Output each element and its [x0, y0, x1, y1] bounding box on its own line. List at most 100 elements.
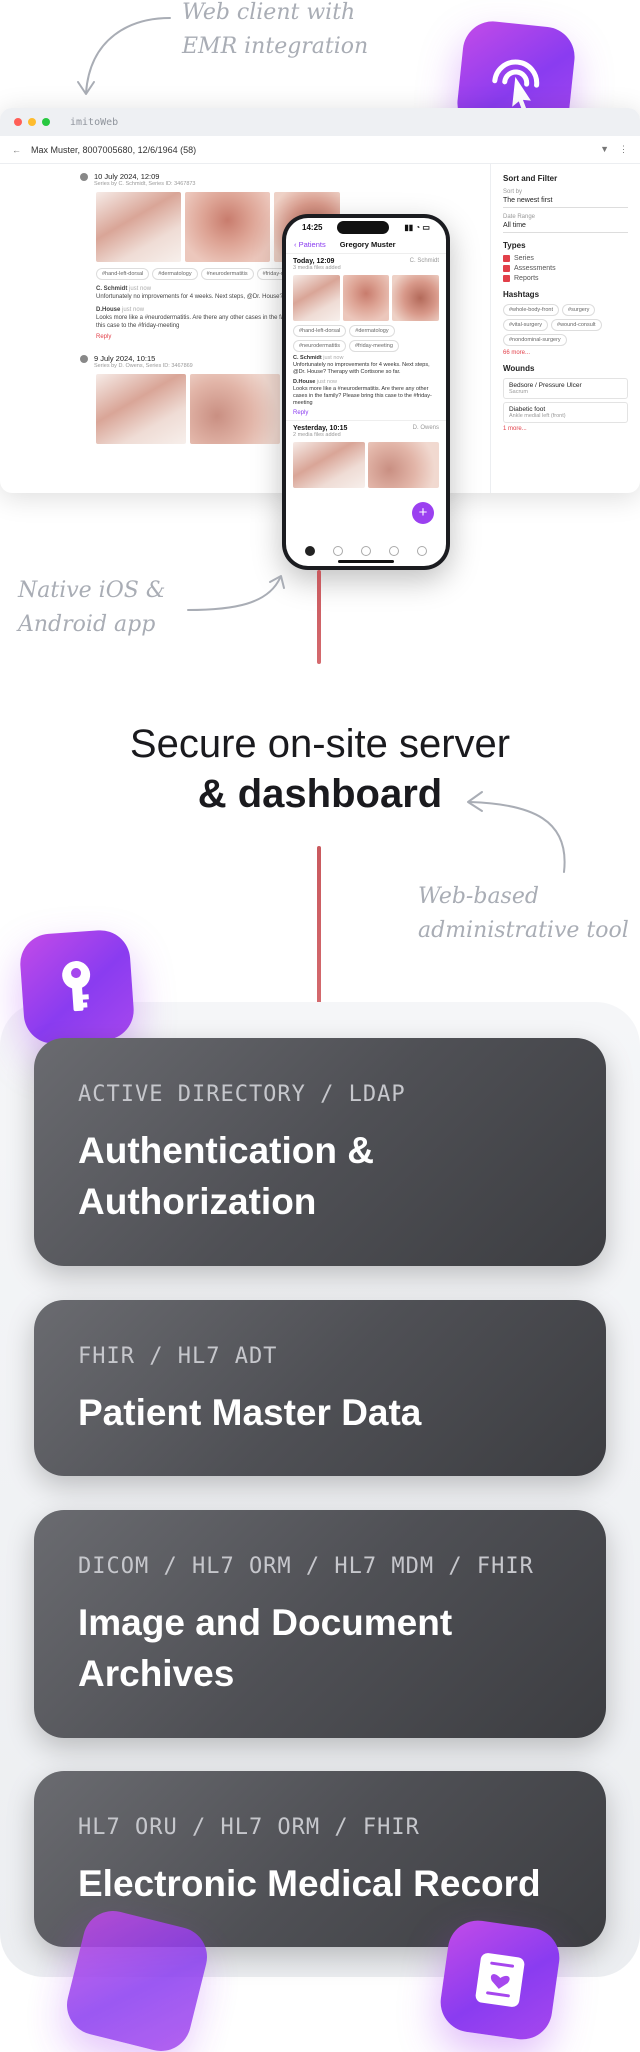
media-thumbnails: [96, 374, 340, 444]
arrow-curve-icon: [77, 17, 171, 95]
series-icon: [80, 355, 88, 363]
hashtag-filter[interactable]: #vital-surgery: [503, 319, 549, 331]
maximize-window-dot[interactable]: [42, 118, 50, 126]
hashtag[interactable]: #dermatology: [152, 268, 198, 280]
hashtag-filter[interactable]: #nondominal-surgery: [503, 334, 567, 346]
close-window-dot[interactable]: [14, 118, 22, 126]
dynamic-island: [337, 220, 390, 234]
status-time: 14:25: [302, 222, 323, 232]
wounds-more-link[interactable]: 1 more...: [503, 426, 527, 432]
filter-sidebar: Sort and Filter Sort by The newest first…: [490, 164, 640, 493]
event-date: 9 July 2024, 10:15: [80, 354, 340, 363]
tab-alert-icon[interactable]: [333, 546, 343, 556]
hashtag[interactable]: #neurodermatitis: [200, 268, 254, 280]
hashtag-list: #hand-left-dorsal #dermatology #neuroder…: [96, 268, 340, 280]
event-meta: Series by C. Schmidt, Series ID: 3467873: [94, 181, 196, 187]
touch-icon: [454, 18, 578, 142]
integration-protocol: FHIR / HL7 ADT: [78, 1344, 278, 1369]
event-meta: Series by D. Owens, Series ID: 3467869: [94, 363, 193, 369]
headline-line-2: & dashboard: [197, 772, 443, 816]
media-thumbnail[interactable]: [96, 374, 186, 444]
media-thumbnail[interactable]: [342, 275, 390, 321]
integration-title: Authentication & Authorization: [78, 1130, 374, 1222]
window-titlebar: imitoWeb: [0, 108, 640, 136]
hashtag-filter[interactable]: #wound-consult: [551, 319, 602, 331]
signal-battery-icon: ▮▮ ◔ ▭: [404, 222, 430, 232]
hashtag[interactable]: #neurodermatitis: [293, 340, 346, 352]
filter-icon[interactable]: ▼: [600, 144, 609, 154]
app-name: imitoWeb: [70, 116, 119, 128]
media-thumbnail[interactable]: [367, 442, 439, 488]
phone-title: Gregory Muster: [339, 240, 396, 249]
integration-protocol: ACTIVE DIRECTORY / LDAP: [78, 1082, 406, 1107]
hashtag[interactable]: #dermatology: [349, 325, 395, 337]
mobile-app-phone: 14:25 ▮▮ ◔ ▭ ‹ Patients Gregory Muster T…: [282, 214, 450, 570]
range-select[interactable]: All time: [503, 220, 628, 233]
hashtag[interactable]: #friday-meeting: [348, 340, 399, 352]
types-title: Types: [503, 241, 526, 250]
checkbox-icon: [503, 255, 510, 262]
sort-select[interactable]: The newest first: [503, 195, 628, 208]
annotation-web-admin: Web-based administrative tool: [418, 884, 629, 943]
event-feed: 10 July 2024, 12:09 Series by C. Schmidt…: [80, 172, 340, 447]
hashtag-filter[interactable]: #whole-body-front: [503, 304, 560, 316]
hashtag[interactable]: #hand-left-dorsal: [293, 325, 347, 337]
tab-notifications-icon[interactable]: [361, 546, 371, 556]
annotation-native-app: Native iOS & Android app: [18, 578, 166, 637]
arrow-curve-icon: [467, 791, 566, 873]
connector-line: [317, 570, 321, 664]
type-checkbox[interactable]: Reports: [503, 275, 628, 282]
media-thumbnail[interactable]: [293, 442, 365, 488]
patient-info: Max Muster, 8007005680, 12/6/1964 (58): [31, 144, 197, 155]
hashtag-filter-list: #whole-body-front #surgery #vital-surger…: [503, 304, 628, 346]
type-checkbox[interactable]: Assessments: [503, 265, 628, 272]
integration-protocol: DICOM / HL7 ORM / HL7 MDM / FHIR: [78, 1554, 534, 1579]
range-label: Date Range: [503, 214, 536, 220]
key-icon: [18, 928, 136, 1046]
phone-tab-bar: [286, 546, 446, 556]
integration-title: Electronic Medical Record: [78, 1863, 541, 1904]
minimize-window-dot[interactable]: [28, 118, 36, 126]
integration-card-patient: FHIR / HL7 ADT Patient Master Data: [34, 1300, 606, 1476]
home-indicator: [338, 560, 394, 563]
document-icon: [436, 1916, 564, 2044]
back-to-patients[interactable]: ‹ Patients: [294, 240, 326, 249]
media-thumbnail[interactable]: [184, 192, 270, 262]
hashtags-title: Hashtags: [503, 290, 540, 299]
reply-link[interactable]: Reply: [96, 334, 112, 340]
patient-header: ← Max Muster, 8007005680, 12/6/1964 (58)…: [0, 136, 640, 164]
tab-camera-icon[interactable]: [389, 546, 399, 556]
integration-title: Image and Document Archives: [78, 1602, 453, 1694]
more-icon[interactable]: ⋮: [619, 144, 628, 154]
tab-patients-icon[interactable]: [305, 546, 315, 556]
integration-title: Patient Master Data: [78, 1392, 422, 1433]
reply-link[interactable]: Reply: [293, 410, 309, 416]
back-arrow-icon[interactable]: ←: [12, 144, 21, 155]
media-thumbnail[interactable]: [96, 192, 181, 262]
integration-card-auth: ACTIVE DIRECTORY / LDAP Authentication &…: [34, 1038, 606, 1266]
hashtag-filter[interactable]: #surgery: [562, 304, 596, 316]
phone-thumbnails: [293, 275, 440, 321]
connector-line: [317, 846, 321, 1006]
tab-settings-icon[interactable]: [417, 546, 427, 556]
media-thumbnail[interactable]: [190, 374, 280, 444]
phone-hashtags: #hand-left-dorsal #dermatology #neuroder…: [293, 325, 439, 352]
media-thumbnail[interactable]: [392, 275, 440, 321]
media-thumbnail[interactable]: [293, 275, 340, 321]
type-checkbox[interactable]: Series: [503, 255, 628, 262]
annotation-web-client: Web client with EMR integration: [182, 0, 369, 59]
hashtag[interactable]: #hand-left-dorsal: [96, 268, 150, 280]
phone-thumbnails: [293, 442, 439, 488]
hashtags-more-link[interactable]: 66 more...: [503, 350, 531, 356]
sidebar-title: Sort and Filter: [503, 174, 558, 183]
add-media-button[interactable]: +: [412, 502, 434, 524]
phone-screen: 14:25 ▮▮ ◔ ▭ ‹ Patients Gregory Muster T…: [286, 218, 446, 566]
wounds-title: Wounds: [503, 364, 535, 373]
